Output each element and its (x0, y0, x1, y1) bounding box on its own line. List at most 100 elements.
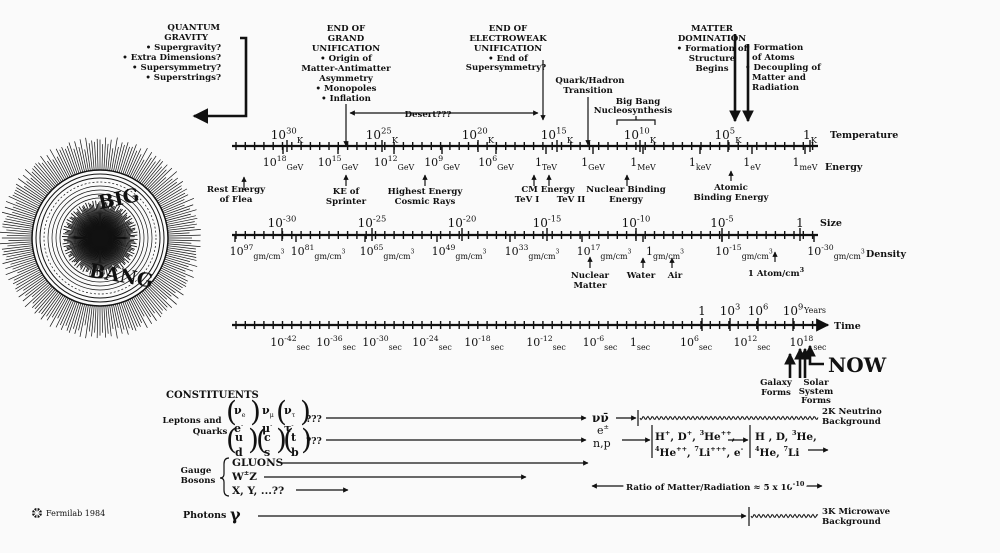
grand-unification-label: END OF GRAND UNIFICATION • Origin of Mat… (301, 24, 391, 104)
quark-bottom: b (291, 446, 299, 459)
svg-text:): ) (248, 423, 259, 456)
md-line-4: Structure (689, 54, 736, 64)
temperature-tick: 1020K (462, 126, 495, 147)
size-tick: 10-30 (268, 214, 297, 230)
nuclear-matter-line-1: Nuclear (571, 271, 610, 281)
atoms-label: • Formation of Atoms • Decoupling of Mat… (745, 43, 822, 93)
leptons-quarks-line-1: Leptons and (162, 416, 221, 426)
now-label: NOW (828, 353, 887, 377)
time-tick: 10-30sec (362, 334, 402, 352)
sprinter-line-2: Sprinter (326, 197, 367, 207)
leptons-quarks-line-2: Quarks (193, 427, 228, 437)
cosmic-rays-line-1: Highest Energy (388, 187, 464, 197)
time-tick: 1sec (630, 336, 651, 352)
years-tick: 1 (698, 304, 706, 318)
ew-line-2: ELECTROWEAK (469, 34, 547, 44)
electron: e- (234, 421, 243, 435)
time-tick: 10-24sec (412, 334, 452, 352)
microwave-wave (750, 513, 819, 519)
time-minor-ticks (235, 321, 814, 329)
positron: e± (597, 423, 609, 437)
ew-line-5: Supersymmetry? (466, 63, 546, 73)
svg-text:(: ( (226, 395, 237, 428)
gu-line-6: Asymmetry (318, 74, 374, 84)
at-line-2: of Atoms (752, 53, 795, 63)
ions-line-2: 4He++, 7Li+++, e- (655, 445, 744, 459)
density-tick: 10-15gm/cm3 (715, 243, 773, 261)
qh-line-2: Transition (563, 86, 613, 96)
gu-line-7: • Monopoles (315, 84, 376, 94)
energy-tick: 1keV (689, 156, 711, 172)
nucleosynthesis-label: Big Bang Nucleosynthesis (594, 97, 673, 116)
time-tick: 10-36sec (316, 334, 356, 352)
time-tick: 1018sec (790, 334, 828, 352)
ew-line-3: UNIFICATION (474, 44, 542, 54)
tau: τ- (284, 421, 294, 435)
gu-line-1: END OF (327, 24, 365, 34)
quark-up: u (235, 431, 243, 444)
ratio-label: Ratio of Matter/Radiation ≈ 5 x 10-10 (626, 480, 805, 493)
svg-text:(: ( (276, 395, 287, 428)
qg-line-4: • Extra Dimensions? (122, 53, 221, 63)
qh-line-1: Quark/Hadron (555, 76, 625, 86)
qg-line-5: • Supersymmetry? (132, 63, 221, 73)
neutrino-bg-line-1: 2K Neutrino (822, 407, 882, 417)
temperature-tick: 105K (714, 126, 742, 147)
quark-doublets: ( ) u d ( ) c s ( ) t b (226, 423, 312, 459)
atoms-line-2: 4He, 7Li (755, 445, 799, 459)
time-tick: 10-42sec (270, 334, 310, 352)
energy-tick: 1012GeV (374, 154, 415, 172)
svg-text:): ) (250, 395, 261, 428)
sd-minor-ticks (235, 231, 814, 239)
fermilab-logo-icon (31, 507, 43, 519)
density-tick: 1gm/cm3 (646, 245, 684, 261)
quark-top: t (291, 431, 297, 444)
ns-line-1: Big Bang (616, 97, 661, 107)
at-line-4: Matter and (752, 73, 806, 83)
gamma-symbol: γ (230, 505, 241, 524)
nu-e: νe (234, 404, 246, 419)
time-tick: 1012sec (734, 334, 772, 352)
nucleosynthesis-bracket (616, 116, 656, 125)
big-bang-core (59, 197, 141, 279)
size-tick: 10-25 (358, 214, 387, 230)
matter-domination-label: MATTER DOMINATION • Formation of Structu… (677, 24, 749, 74)
solar-line-3: Forms (801, 396, 831, 406)
cm-energy-line-1: CM Energy (521, 185, 575, 195)
temperature-tick: 1015K (541, 126, 574, 147)
svg-text:(: ( (283, 423, 294, 456)
ew-line-1: END OF (489, 24, 527, 34)
lepton-doublets: ( ) νe e- νμ μ- ( ) ντ τ- (226, 395, 311, 435)
energy-tick: 1MeV (630, 156, 656, 172)
qg-line-1: QUANTUM (167, 23, 220, 33)
quantum-gravity-label: QUANTUM GRAVITY • Supergravity? • Extra … (122, 23, 221, 83)
temperature-tick: 1K (803, 128, 818, 146)
te-minor-ticks (235, 142, 814, 150)
flea-line-1: Rest Energy (207, 185, 266, 195)
years-tick: 109 (783, 302, 804, 318)
cosmic-rays-line-2: Cosmic Rays (395, 197, 456, 207)
time-ticks: 10-42sec 10-36sec 10-30sec 10-24sec 10-18sec… (270, 334, 827, 352)
now-pointer (804, 344, 824, 366)
nuclear-matter-line-2: Matter (573, 281, 606, 291)
energy-tick: 1TeV (535, 156, 557, 172)
xy-label: X, Y, ...?? (232, 485, 284, 497)
time-tick: 106sec (680, 334, 713, 352)
gu-line-3: UNIFICATION (312, 44, 380, 54)
microwave-bg-line-2: Background (822, 517, 881, 527)
md-line-2: DOMINATION (678, 34, 746, 44)
energy-tick: 1GeV (581, 156, 605, 172)
energy-tick: 1015GeV (318, 154, 359, 172)
ns-line-2: Nucleosynthesis (594, 106, 673, 116)
sprinter-line-1: KE of (333, 187, 361, 197)
galaxy-line-1: Galaxy (760, 378, 793, 388)
tev2-label: TeV II (557, 195, 586, 205)
galaxy-line-2: Forms (761, 388, 791, 398)
density-tick: 1065gm/cm3 (360, 243, 415, 261)
temperature-tick: 1025K (366, 126, 399, 147)
time-tick: 10-18sec (464, 334, 504, 352)
nu-mu: νμ (262, 404, 274, 419)
